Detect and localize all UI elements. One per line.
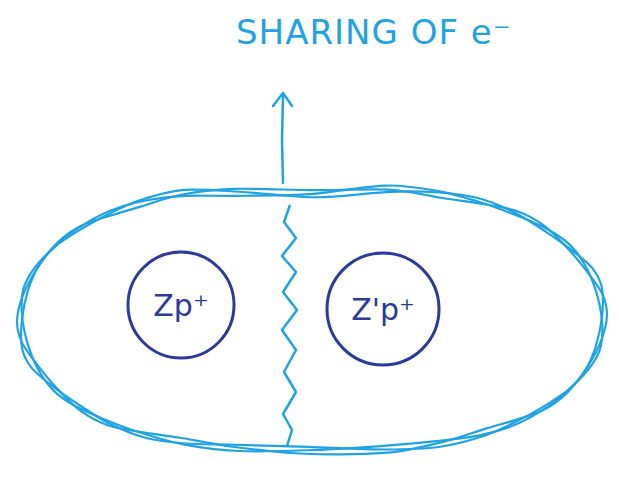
nucleus-charge: Zp⁺ — [153, 289, 208, 322]
nucleus-circle: Zp⁺ — [126, 250, 236, 360]
shared-bond-zigzag — [282, 205, 297, 446]
nucleus-circle: Z'p⁺ — [325, 251, 441, 367]
annotation-label: SHARING OF e⁻ — [236, 12, 512, 53]
nucleus-ring — [327, 253, 439, 365]
electron-cloud-outline — [17, 189, 607, 455]
arrow-head — [273, 93, 292, 106]
nucleus-charge: Z'p⁺ — [351, 293, 415, 326]
nucleus-ring — [128, 252, 234, 358]
leader-arrow — [282, 96, 283, 183]
electron-cloud-outline — [22, 186, 603, 452]
electron-cloud-outline — [21, 190, 603, 450]
